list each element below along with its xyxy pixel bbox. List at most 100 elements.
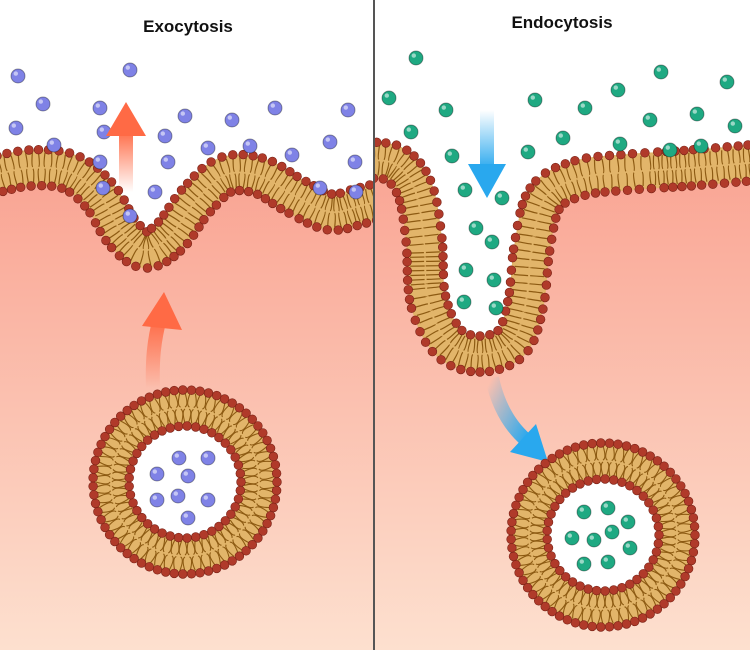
phospholipid-head bbox=[569, 194, 580, 204]
phospholipid-head bbox=[169, 251, 179, 262]
purple-molecule-icon bbox=[267, 100, 283, 116]
phospholipid-head bbox=[152, 389, 163, 399]
phospholipid-head bbox=[587, 621, 597, 632]
phospholipid-head bbox=[688, 547, 699, 557]
phospholipid-head bbox=[125, 490, 136, 500]
phospholipid-head bbox=[100, 431, 110, 442]
phospholipid-head bbox=[679, 145, 689, 156]
phospholipid-head bbox=[570, 442, 581, 452]
phospholipid-head bbox=[522, 477, 533, 487]
phospholipid-head bbox=[238, 149, 248, 160]
phospholipid-head bbox=[504, 287, 515, 298]
phospholipid-head bbox=[207, 428, 217, 438]
phospholipid-head bbox=[506, 525, 516, 536]
phospholipid-head bbox=[95, 226, 105, 237]
purple-molecule-icon bbox=[92, 154, 108, 170]
phospholipid-head bbox=[352, 220, 362, 231]
phospholipid-head bbox=[604, 150, 615, 161]
phospholipid-head bbox=[435, 221, 446, 231]
phospholipid-head bbox=[505, 277, 516, 287]
phospholipid-head bbox=[686, 555, 697, 566]
phospholipid-head bbox=[143, 519, 153, 529]
phospholipid-head bbox=[507, 543, 517, 553]
phospholipid-head bbox=[535, 314, 546, 325]
teal-molecule-icon bbox=[727, 118, 743, 134]
phospholipid-head bbox=[64, 148, 75, 158]
phospholipid-head bbox=[253, 533, 263, 543]
phospholipid-head bbox=[79, 201, 90, 211]
phospholipid-head bbox=[420, 337, 431, 347]
endo-vesicle-arrow-head bbox=[510, 424, 548, 462]
phospholipid-head bbox=[101, 235, 111, 246]
phospholipid-head bbox=[270, 460, 281, 470]
teal-molecule-icon bbox=[693, 138, 709, 154]
phospholipid-head bbox=[227, 398, 237, 408]
exocytosis-title: Exocytosis bbox=[143, 17, 233, 36]
phospholipid-head bbox=[162, 256, 172, 267]
phospholipid-head bbox=[262, 518, 272, 529]
phospholipid-head bbox=[157, 528, 167, 538]
phospholipid-head bbox=[508, 244, 519, 254]
teal-molecule-icon bbox=[494, 190, 510, 206]
phospholipid-head bbox=[137, 441, 147, 452]
phospholipid-head bbox=[241, 546, 251, 556]
teal-molecule-icon bbox=[444, 148, 460, 164]
phospholipid-head bbox=[265, 511, 276, 521]
phospholipid-head bbox=[580, 190, 590, 201]
purple-molecule-icon bbox=[347, 154, 363, 170]
teal-molecule-icon bbox=[600, 554, 616, 570]
phospholipid-head bbox=[129, 553, 139, 564]
phospholipid-head bbox=[654, 530, 664, 540]
phospholipid-head bbox=[195, 568, 205, 578]
endo-vesicle-arrow bbox=[485, 376, 548, 462]
phospholipid-head bbox=[529, 335, 539, 346]
phospholipid-head bbox=[548, 223, 559, 233]
phospholipid-head bbox=[125, 464, 136, 474]
phospholipid-head bbox=[466, 366, 476, 377]
phospholipid-head bbox=[247, 414, 258, 424]
phospholipid-head bbox=[188, 230, 199, 240]
phospholipid-head bbox=[600, 187, 610, 197]
phospholipid-head bbox=[648, 505, 658, 515]
phospholipid-head bbox=[402, 266, 412, 276]
phospholipid-head bbox=[528, 470, 538, 481]
phospholipid-head bbox=[583, 476, 593, 486]
phospholipid-head bbox=[186, 385, 197, 395]
phospholipid-head bbox=[96, 439, 106, 449]
endo-extracellular-molecules bbox=[381, 50, 743, 316]
phospholipid-head bbox=[233, 460, 244, 470]
teal-molecule-icon bbox=[653, 64, 669, 80]
purple-molecule-icon bbox=[147, 184, 163, 200]
phospholipid-head bbox=[538, 304, 548, 314]
phospholipid-head bbox=[26, 181, 36, 191]
phospholipid-head bbox=[511, 559, 521, 570]
purple-molecule-icon bbox=[284, 147, 300, 163]
phospholipid-head bbox=[593, 151, 603, 162]
teal-molecule-icon bbox=[576, 504, 592, 520]
phospholipid-head bbox=[570, 156, 580, 166]
phospholipid-head bbox=[554, 449, 565, 459]
phospholipid-head bbox=[199, 215, 209, 225]
phospholipid-head bbox=[153, 217, 164, 227]
phospholipid-head bbox=[258, 428, 268, 438]
phospholipid-head bbox=[33, 145, 44, 155]
phospholipid-head bbox=[189, 171, 200, 181]
phospholipid-head bbox=[506, 265, 517, 275]
phospholipid-head bbox=[443, 300, 453, 310]
phospholipid-head bbox=[708, 179, 718, 189]
phospholipid-head bbox=[135, 220, 145, 231]
phospholipid-head bbox=[152, 565, 163, 575]
phospholipid-head bbox=[386, 179, 396, 189]
phospholipid-head bbox=[632, 485, 642, 496]
phospholipid-head bbox=[640, 148, 650, 158]
phospholipid-head bbox=[169, 568, 179, 579]
phospholipid-head bbox=[191, 532, 201, 542]
phospholipid-head bbox=[415, 327, 425, 337]
phospholipid-head bbox=[104, 529, 115, 540]
phospholipid-head bbox=[115, 411, 126, 421]
purple-molecule-icon bbox=[149, 466, 165, 482]
phospholipid-head bbox=[590, 188, 601, 198]
phospholipid-head bbox=[131, 261, 141, 271]
phospholipid-head bbox=[604, 438, 615, 448]
phospholipid-head bbox=[665, 592, 675, 603]
